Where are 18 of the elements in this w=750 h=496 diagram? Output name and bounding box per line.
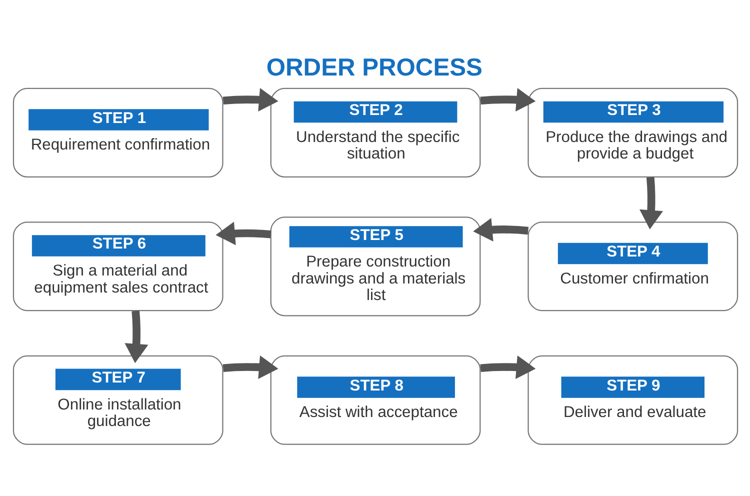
node-box: STEP 6 Sign a material and equipment sales contract (12, 221, 223, 311)
arrow (215, 221, 271, 245)
node-box: STEP 7 Online installation guidance (12, 354, 223, 444)
node-box: STEP 1 Requirement confirmation (12, 87, 223, 177)
arrow (222, 354, 278, 378)
arrow (472, 217, 528, 241)
node-box: STEP 8 Assist with acceptance (270, 354, 480, 444)
arrow (480, 87, 536, 111)
diagram-title: ORDER PROCESS (266, 54, 482, 82)
arrow (222, 87, 278, 111)
node-box: STEP 9 Deliver and evaluate (527, 354, 738, 444)
arrow (124, 310, 148, 363)
arrow (638, 176, 662, 229)
node-box: STEP 2 Understand the specific situation (270, 87, 480, 177)
node-box: STEP 3 Produce the drawings and provide a budget (527, 87, 738, 177)
arrow (480, 354, 536, 378)
node-box: STEP 4 Customer cnfirmation (527, 221, 738, 311)
node-box: STEP 5 Prepare construction drawings and a materials list (270, 216, 480, 316)
